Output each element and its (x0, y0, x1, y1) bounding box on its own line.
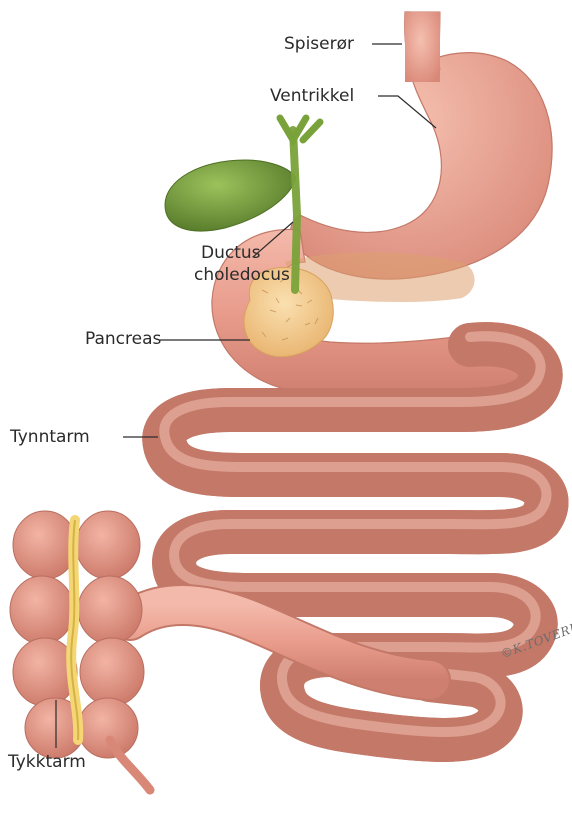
label-tykktarm: Tykktarm (8, 752, 86, 772)
label-ductus: Ductus (201, 243, 261, 263)
label-choledocus: choledocus (194, 265, 290, 285)
label-ventrikkel: Ventrikkel (270, 86, 354, 106)
small-intestine-loops (130, 336, 547, 740)
large-intestine-shape (10, 511, 150, 790)
label-spiseror: Spiserør (284, 34, 354, 54)
label-pancreas: Pancreas (85, 329, 161, 349)
label-tynntarm: Tynntarm (10, 427, 90, 447)
